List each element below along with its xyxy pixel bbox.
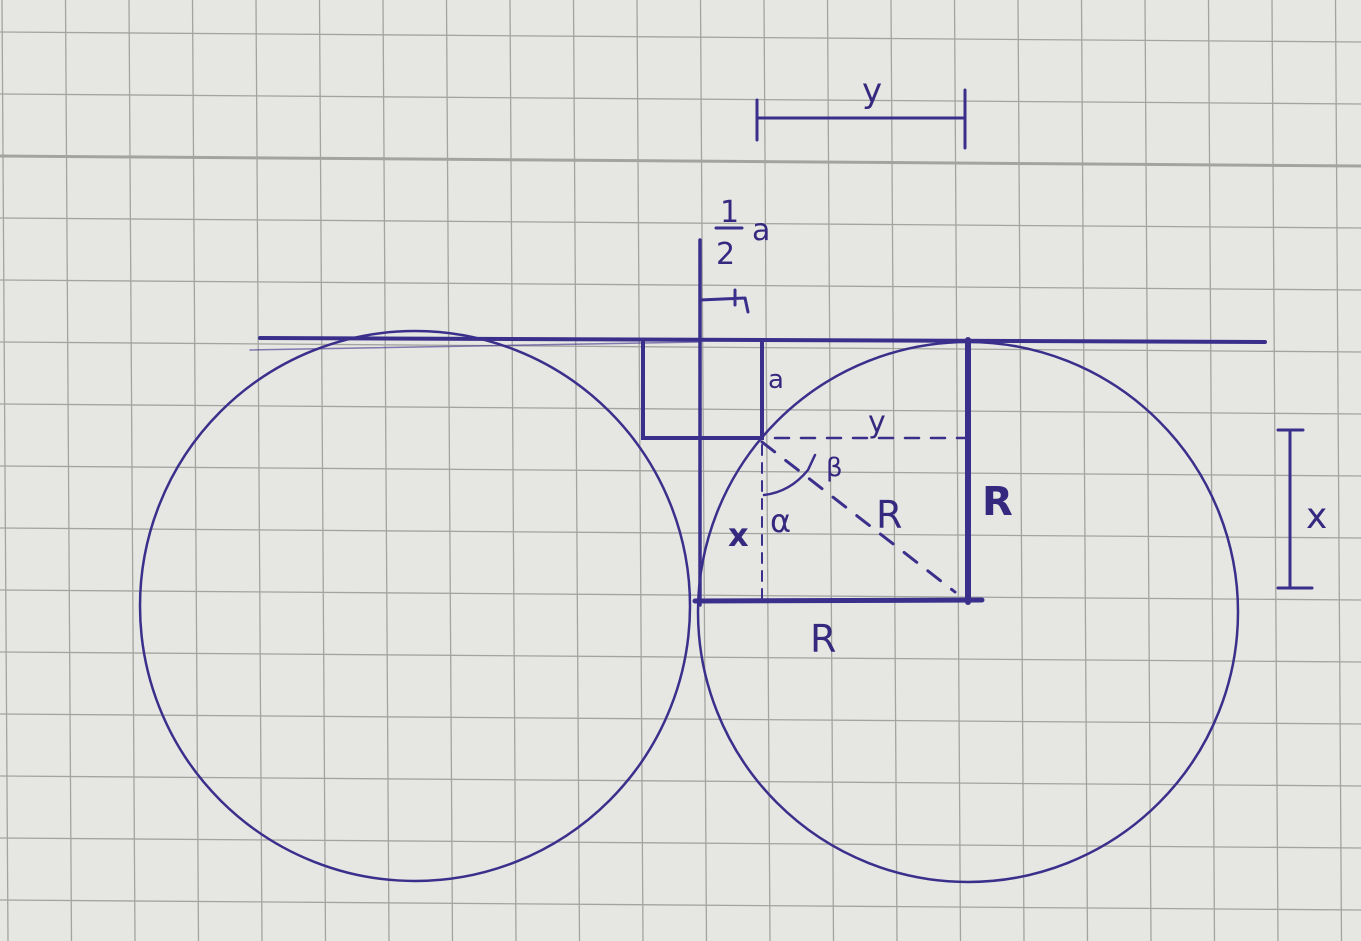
label-alpha: α: [770, 502, 791, 540]
grid-line-horizontal: [0, 837, 1361, 849]
label-bottom-r: R: [810, 617, 836, 661]
label-half-a: a: [752, 213, 770, 248]
grid-line-horizontal: [0, 589, 1361, 601]
grid-line-vertical: [699, 0, 708, 941]
grid-line-horizontal: [0, 93, 1361, 105]
grid-line-vertical: [953, 0, 962, 941]
grid-line-horizontal: [0, 465, 1361, 477]
grid-line-vertical: [509, 0, 517, 941]
grid-line-vertical: [1334, 0, 1343, 941]
grid-line-vertical: [64, 0, 73, 941]
label-square-side: a: [768, 365, 784, 395]
grid-line-vertical: [1080, 0, 1089, 941]
grid-line-vertical: [1271, 0, 1279, 941]
grid-line-horizontal: [0, 31, 1361, 43]
grid-line-vertical: [826, 0, 835, 941]
grid-line-vertical: [1207, 0, 1216, 941]
label-right-r: R: [982, 479, 1013, 525]
angle-arc: [762, 453, 817, 497]
grid-line-vertical: [890, 0, 898, 941]
grid-line-vertical: [318, 0, 327, 941]
grid-line-vertical: [1, 0, 9, 941]
grid-line-vertical: [382, 0, 390, 941]
label-half-numerator: 1: [720, 195, 739, 230]
grid-line-vertical: [191, 0, 200, 941]
grid-line-horizontal: [0, 713, 1361, 725]
grid-line-horizontal: [0, 279, 1361, 291]
radius-horizontal: [692, 597, 985, 604]
label-right-x: x: [1306, 496, 1327, 537]
half-a-dimension: [698, 288, 750, 314]
label-beta: β: [826, 453, 843, 483]
grid-line-horizontal: [0, 775, 1361, 787]
grid-line-horizontal: [0, 403, 1361, 415]
grid-line-vertical: [763, 0, 771, 941]
x-dimension: [1276, 428, 1314, 590]
label-top-y: y: [862, 71, 882, 111]
tangent-line-sketch: [249, 341, 701, 351]
grid-line-vertical: [1017, 0, 1025, 941]
grid-line-vertical: [128, 0, 136, 941]
grid-line-horizontal: [0, 217, 1361, 229]
grid-line-vertical: [445, 0, 454, 941]
grid-line-vertical: [255, 0, 263, 941]
grid-line-horizontal: [0, 651, 1361, 663]
grid-line-horizontal: [0, 154, 1361, 168]
label-half-denominator: 2: [716, 237, 735, 272]
grid-line-horizontal: [0, 341, 1361, 353]
grid-line-vertical: [1144, 0, 1152, 941]
grid-line-horizontal: [0, 899, 1361, 911]
label-dashed-y: y: [868, 405, 886, 440]
y-dimension: [755, 88, 967, 150]
left-circle: [138, 329, 692, 883]
square: [641, 338, 764, 440]
label-x-segment: x: [728, 516, 749, 554]
label-hypotenuse-r: R: [876, 493, 902, 537]
dashed-radius: [760, 440, 957, 594]
